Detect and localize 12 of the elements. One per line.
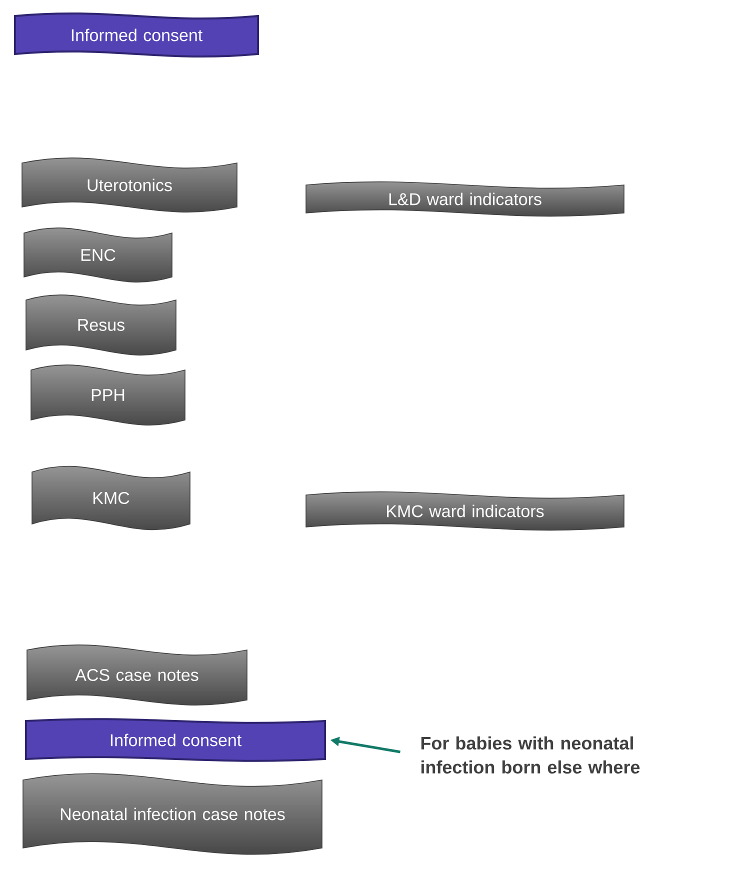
banner-box: KMC [32,466,190,530]
banner-box: Informed consent [14,12,259,58]
note-text: For babies with neonatal infection born else where [421,736,640,774]
banner-box: PPH [30,364,186,426]
banner-box: ENC [24,228,172,282]
banner-box: L&D ward indicators [306,182,624,216]
banner-box: Uterotonics [22,158,238,212]
banner-box: Informed consent [25,718,326,762]
banner-box: Resus [26,294,176,356]
banner-box: Neonatal infection case notes [22,773,322,855]
banner-box: ACS case notes [26,644,248,706]
banner-box: KMC ward indicators [306,492,624,530]
